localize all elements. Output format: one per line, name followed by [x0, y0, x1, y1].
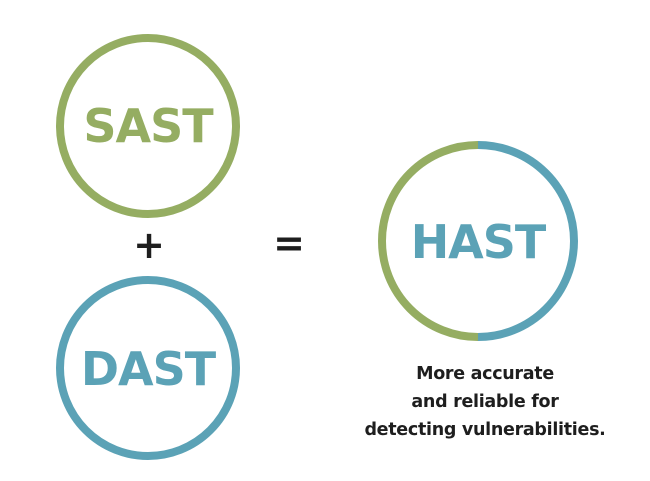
- hast-ring-left-half: [378, 141, 479, 341]
- equals-operator: =: [273, 221, 305, 265]
- hast-ring-right-half: [477, 141, 578, 341]
- caption-line-2: and reliable for: [411, 392, 559, 412]
- caption-line-1: More accurate: [416, 364, 554, 384]
- hast-label: HAST: [411, 215, 547, 269]
- caption-line-3: detecting vulnerabilities.: [364, 420, 606, 440]
- hast-caption: More accurate and reliable for detecting…: [340, 360, 630, 444]
- plus-operator: +: [133, 223, 165, 267]
- hast-node: HAST: [378, 141, 578, 341]
- sast-label: SAST: [83, 99, 214, 153]
- dast-label: DAST: [81, 342, 217, 396]
- dast-node: DAST: [56, 276, 240, 460]
- sast-ring: [56, 34, 240, 218]
- sast-node: SAST: [56, 34, 240, 218]
- dast-ring: [56, 276, 240, 460]
